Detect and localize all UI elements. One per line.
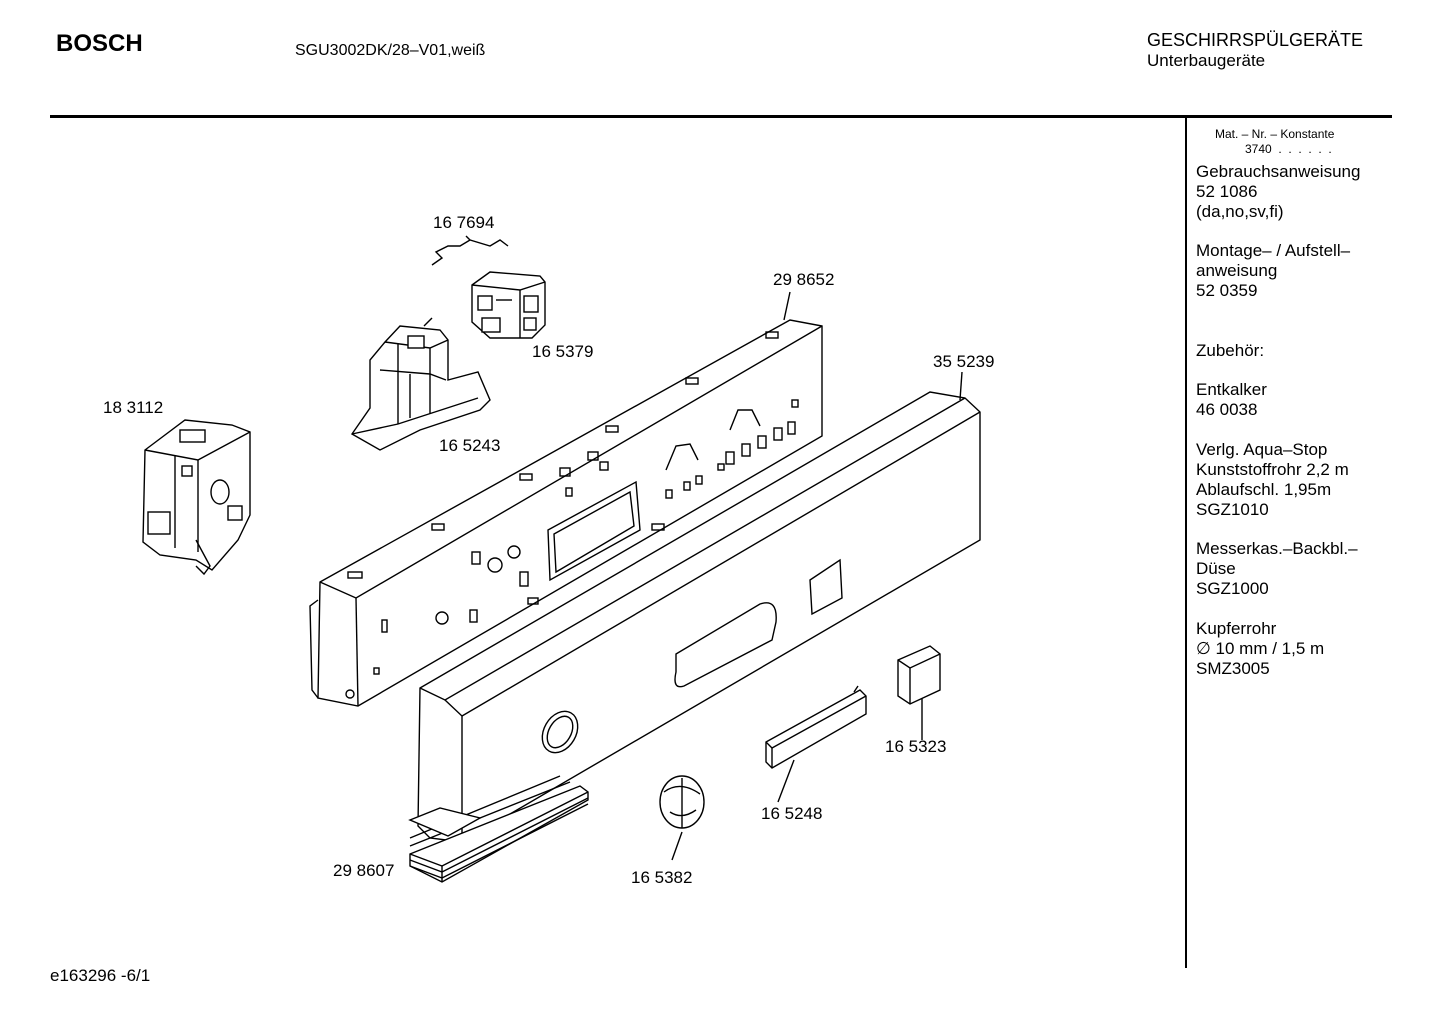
part-label-165379: 16 5379 [532,342,594,361]
sidebar-line: ∅ 10 mm / 1,5 m [1196,639,1325,658]
sidebar-line: Entkalker [1196,380,1267,399]
category-subtitle: Unterbaugeräte [1147,51,1266,70]
button-cap-part [897,645,941,740]
sidebar-line: Verlg. Aqua–Stop [1196,440,1328,459]
spring-wire-part [431,235,509,266]
sidebar-line: SGZ1010 [1196,500,1269,519]
exploded-parts-drawing [142,235,981,883]
timer-module-part [142,419,251,576]
switch-block-part [471,271,546,339]
leader-lines [783,291,963,401]
part-label-298607: 29 8607 [333,861,395,880]
sidebar-line: Ablaufschl. 1,95m [1196,480,1332,499]
part-label-165323: 16 5323 [885,737,947,756]
part-label-355239: 35 5239 [933,352,995,371]
part-label-165248: 16 5248 [761,804,823,823]
sidebar-block-accessories: Zubehör: [1196,341,1264,361]
sidebar-line: 52 1086 [1196,182,1258,201]
insulation-pads-part [408,775,589,883]
mat-number-value: 3740 . . . . . . [1245,142,1332,156]
sidebar-block-aquastop: Verlg. Aqua–Stop Kunststoffrohr 2,2 m Ab… [1196,440,1349,520]
sidebar-divider [1185,118,1187,968]
part-label-165382: 16 5382 [631,868,693,887]
part-label-183112: 18 3112 [103,398,164,417]
sidebar-block-installation: Montage– / Aufstell– anweisung 52 0359 [1196,241,1350,301]
sidebar-block-nozzle: Messerkas.–Backbl.– Düse SGZ1000 [1196,539,1358,599]
sidebar-line: Kunststoffrohr 2,2 m [1196,460,1349,479]
sidebar-line: Gebrauchsanweisung [1196,162,1361,181]
bracket-part [350,317,491,451]
part-label-167694: 16 7694 [433,213,495,232]
part-label-298652: 29 8652 [773,270,835,289]
sidebar-line: Zubehör: [1196,341,1265,360]
sidebar-block-manual: Gebrauchsanweisung 52 1086 (da,no,sv,fi) [1196,162,1360,222]
sidebar-line: Montage– / Aufstell– [1196,241,1351,260]
sidebar-line: (da,no,sv,fi) [1196,202,1284,221]
model-number: SGU3002DK/28–V01,weiß [295,42,486,59]
sidebar-line: 46 0038 [1196,400,1258,419]
sidebar-line: 52 0359 [1196,281,1258,300]
sidebar-block-descaler: Entkalker 46 0038 [1196,380,1267,420]
header-divider [50,115,1392,118]
drawing-code: e163296 -6/1 [50,966,151,985]
mat-number-header: Mat. – Nr. – Konstante [1215,127,1335,141]
sidebar-line: Kupferrohr [1196,619,1277,638]
part-label-165243: 16 5243 [439,436,501,455]
brand-logo: BOSCH [56,30,143,57]
sidebar-line: SGZ1000 [1196,579,1269,598]
panel-carrier-part [309,319,823,707]
sidebar-line: Messerkas.–Backbl.– [1196,539,1358,558]
category-title: GESCHIRRSPÜLGERÄTE [1147,30,1364,50]
sidebar-block-copper-pipe: Kupferrohr ∅ 10 mm / 1,5 m SMZ3005 [1196,619,1324,679]
cover-strip-part [765,685,867,803]
sidebar-line: anweisung [1196,261,1278,280]
sidebar-line: Düse [1196,559,1236,578]
sidebar-line: SMZ3005 [1196,659,1270,678]
knob-part [659,775,705,861]
front-panel-part [417,391,981,843]
